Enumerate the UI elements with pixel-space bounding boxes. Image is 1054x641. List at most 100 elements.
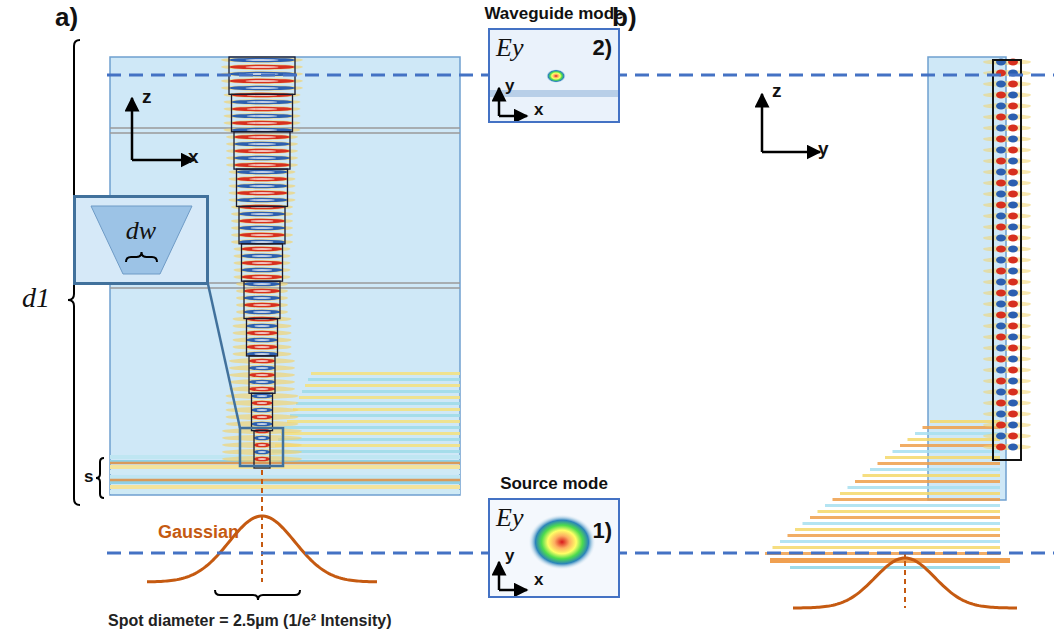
field-lobe: [237, 184, 288, 189]
field-core: [256, 381, 269, 383]
field-lobe: [1008, 224, 1018, 231]
field-lobe: [252, 401, 273, 406]
field-halo: [222, 435, 302, 441]
field-core: [251, 227, 274, 229]
field-lobe: [242, 247, 283, 252]
field-lobe: [237, 198, 288, 203]
field-stripe: [825, 504, 1000, 507]
field-lobe: [1008, 235, 1018, 242]
field-core: [257, 402, 268, 404]
box-label: x: [534, 570, 543, 590]
field-core: [247, 129, 278, 131]
field-lobe: [996, 433, 1006, 440]
field-halo: [983, 147, 1031, 153]
field-lobe: [1008, 158, 1018, 165]
field-core: [254, 346, 270, 348]
field-lobe: [1008, 147, 1018, 154]
field-lobe: [1008, 103, 1018, 110]
layer-interface: [110, 287, 460, 289]
field-halo: [983, 213, 1031, 219]
field-stripe: [908, 438, 1001, 441]
field-core: [253, 304, 271, 306]
axis-arrow: [498, 88, 501, 116]
field-lobe: [1008, 444, 1018, 451]
beam-axis: [261, 470, 263, 582]
field-stripe: [930, 420, 1000, 423]
field-lobe: [1008, 246, 1018, 253]
field-stripe: [275, 444, 460, 447]
field-lobe: [996, 312, 1006, 319]
field-halo: [983, 202, 1031, 208]
field-lobe: [996, 136, 1006, 143]
field-halo: [226, 134, 298, 140]
field-core: [246, 66, 279, 68]
axis-arrow: [132, 159, 194, 162]
field-stripe: [773, 546, 1001, 549]
field-core: [251, 234, 274, 236]
field-lobe: [242, 268, 283, 273]
field-lobe: [996, 202, 1006, 209]
field-core: [256, 360, 269, 362]
field-lobe: [996, 411, 1006, 418]
field-halo: [983, 81, 1031, 87]
field-core: [252, 255, 273, 257]
zoom-square: [240, 428, 283, 466]
field-lobe: [1008, 433, 1018, 440]
waveguide-segment: [247, 319, 278, 356]
field-stripe: [863, 474, 1001, 477]
field-lobe: [1008, 136, 1018, 143]
field-lobe: [996, 334, 1006, 341]
field-halo: [224, 106, 301, 112]
dimension-label: s: [84, 467, 93, 487]
brace: [96, 458, 104, 498]
field-halo: [983, 411, 1031, 417]
field-core: [254, 339, 270, 341]
field-halo: [229, 379, 295, 385]
field-stripe: [885, 456, 1000, 459]
field-lobe: [254, 450, 270, 455]
field-core: [249, 185, 275, 187]
field-lobe: [234, 163, 290, 168]
field-halo: [229, 197, 296, 203]
field-halo: [983, 125, 1031, 131]
field-stripe: [818, 510, 1001, 513]
field-halo: [221, 57, 303, 63]
field-lobe: [1008, 279, 1018, 286]
field-core: [251, 241, 274, 243]
box-label: y: [505, 76, 514, 96]
field-lobe: [996, 125, 1006, 132]
field-lobe: [242, 261, 283, 266]
field-core: [252, 248, 273, 250]
field-lobe: [996, 301, 1006, 308]
axis-arrow: [498, 562, 501, 590]
field-halo: [983, 444, 1031, 450]
field-lobe: [996, 389, 1006, 396]
waveguide-segment: [234, 132, 290, 169]
field-lobe: [996, 268, 1006, 275]
field-lobe: [244, 289, 280, 294]
field-lobe: [229, 58, 295, 63]
field-core: [249, 178, 275, 180]
field-lobe: [237, 170, 288, 175]
field-lobe: [232, 114, 293, 119]
field-halo: [983, 301, 1031, 307]
field-lobe: [996, 213, 1006, 220]
field-lobe: [244, 310, 280, 315]
field-lobe: [996, 400, 1006, 407]
field-lobe: [1008, 257, 1018, 264]
field-halo: [233, 323, 292, 329]
field-lobe: [996, 444, 1006, 451]
field-lobe: [1008, 378, 1018, 385]
field-stripe: [281, 432, 460, 435]
box-label: Ey: [496, 33, 523, 63]
field-halo: [222, 456, 302, 462]
box-title: Source mode: [470, 474, 638, 494]
field-halo: [983, 224, 1031, 230]
brace: [215, 590, 300, 600]
dimension-label: d1: [22, 282, 50, 314]
field-stripe: [795, 528, 1000, 531]
waveguide-segment: [254, 431, 270, 468]
field-core: [248, 136, 276, 138]
field-lobe: [232, 107, 293, 112]
field-halo: [983, 180, 1031, 186]
